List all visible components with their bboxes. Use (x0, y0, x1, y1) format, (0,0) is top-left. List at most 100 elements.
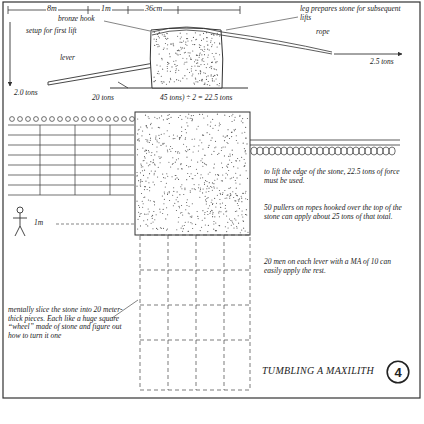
stipple-dot (140, 127, 141, 128)
stipple-dot (184, 63, 185, 64)
stipple-dot (225, 177, 226, 178)
stipple-dot (190, 216, 191, 217)
stipple-dot (204, 163, 205, 164)
stipple-dot (221, 150, 222, 151)
stipple-dot (244, 159, 245, 160)
stipple-dot (195, 39, 196, 40)
stipple-dot (206, 201, 207, 202)
stipple-dot (204, 214, 205, 215)
stipple-dot (206, 181, 207, 182)
stipple-dot (229, 218, 230, 219)
puller-head (18, 117, 23, 122)
stipple-dot (191, 66, 192, 67)
stipple-dot (195, 79, 196, 80)
stone-stipple (153, 32, 220, 87)
rope-twist (287, 147, 293, 155)
stipple-dot (212, 80, 213, 81)
stipple-dot (200, 64, 201, 65)
stipple-dot (227, 164, 228, 165)
stipple-dot (147, 219, 148, 220)
stipple-dot (243, 193, 244, 194)
stipple-dot (162, 143, 163, 144)
stipple-dot (183, 40, 184, 41)
stipple-dot (155, 171, 156, 172)
stipple-dot (226, 173, 227, 174)
stipple-dot (211, 34, 212, 35)
stipple-dot (145, 214, 146, 215)
stipple-dot (226, 210, 227, 211)
stipple-dot (172, 176, 173, 177)
stipple-dot (169, 53, 170, 54)
stipple-dot (194, 44, 195, 45)
stipple-dot (239, 115, 240, 116)
callout-number: 4 (394, 365, 401, 380)
stipple-dot (215, 207, 216, 208)
stipple-dot (140, 186, 141, 187)
stipple-dot (207, 132, 208, 133)
stipple-dot (159, 46, 160, 47)
stipple-dot (217, 84, 218, 85)
stipple-dot (202, 192, 203, 193)
stipple-dot (167, 44, 168, 45)
stipple-dot (137, 139, 138, 140)
stipple-dot (226, 166, 227, 167)
stipple-dot (215, 141, 216, 142)
stipple-dot (176, 210, 177, 211)
stipple-dot (194, 184, 195, 185)
stipple-dot (223, 146, 224, 147)
stipple-dot (173, 43, 174, 44)
stipple-dot (151, 216, 152, 217)
stipple-dot (210, 126, 211, 127)
stipple-dot (180, 137, 181, 138)
stipple-dot (215, 62, 216, 63)
stipple-dot (165, 43, 166, 44)
stipple-dot (192, 139, 193, 140)
stipple-dot (211, 187, 212, 188)
stipple-dot (236, 135, 237, 136)
stipple-dot (162, 34, 163, 35)
stipple-dot (181, 135, 182, 136)
stone-slices (140, 235, 250, 390)
stipple-dot (153, 211, 154, 212)
stipple-dot (237, 195, 238, 196)
stipple-dot (220, 207, 221, 208)
stipple-dot (150, 161, 151, 162)
stipple-dot (167, 64, 168, 65)
stipple-dot (216, 74, 217, 75)
stipple-dot (163, 203, 164, 204)
stipple-dot (197, 60, 198, 61)
stipple-dot (189, 176, 190, 177)
stipple-dot (212, 78, 213, 79)
stipple-dot (211, 46, 212, 47)
stipple-dot (158, 71, 159, 72)
stipple-dot (151, 155, 152, 156)
stipple-dot (230, 187, 231, 188)
stipple-dot (189, 213, 190, 214)
stipple-dot (193, 37, 194, 38)
stipple-dot (170, 56, 171, 57)
stipple-dot (198, 145, 199, 146)
stipple-dot (178, 50, 179, 51)
stipple-dot (159, 127, 160, 128)
stipple-dot (214, 147, 215, 148)
stipple-dot (224, 190, 225, 191)
stipple-dot (214, 69, 215, 70)
stipple-dot (197, 66, 198, 67)
stipple-dot (204, 49, 205, 50)
stipple-dot (227, 174, 228, 175)
stipple-dot (209, 205, 210, 206)
stipple-dot (186, 202, 187, 203)
stipple-dot (144, 214, 145, 215)
stipple-dot (190, 166, 191, 167)
stipple-dot (199, 191, 200, 192)
rope-twist (365, 147, 371, 155)
stipple-dot (197, 211, 198, 212)
stipple-dot (214, 68, 215, 69)
stipple-dot (245, 150, 246, 151)
stipple-dot (205, 180, 206, 181)
stipple-dot (180, 42, 181, 43)
stipple-dot (173, 44, 174, 45)
stipple-dot (218, 130, 219, 131)
stipple-dot (247, 232, 248, 233)
stipple-dot (188, 231, 189, 232)
